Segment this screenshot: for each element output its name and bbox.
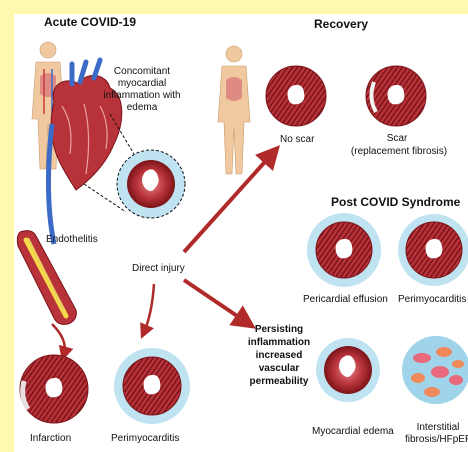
- svg-text:vascular: vascular: [259, 363, 300, 374]
- heart-pericardial-effusion: [307, 213, 381, 287]
- heart-no-scar: [266, 66, 326, 126]
- label-pericardial-effusion: Pericardial effusion: [303, 294, 388, 305]
- label-perimyocarditis-bottom: Perimyocarditis: [111, 433, 179, 444]
- heading-post-covid: Post COVID Syndrome: [331, 195, 461, 209]
- figure-panel: Acute COVID-19 Recovery Post COVID Syndr…: [14, 14, 468, 452]
- heart-scar: [366, 66, 426, 126]
- label-fibrosis-hfpef: fibrosis/HFpEF: [405, 434, 468, 445]
- heart-infarction: [20, 355, 88, 423]
- heart-perimyocarditis-right: [398, 214, 468, 286]
- covid-heart-diagram: Acute COVID-19 Recovery Post COVID Syndr…: [14, 14, 468, 452]
- arrow-to-infarction: [52, 324, 65, 354]
- persisting-inflammation-label: Persisting inflammation increased vascul…: [248, 324, 310, 387]
- svg-text:increased: increased: [256, 350, 303, 361]
- label-perimyocarditis-right: Perimyocarditis: [398, 294, 466, 305]
- interstitial-fibrosis-tissue: [402, 336, 468, 404]
- label-scar: Scar: [387, 133, 408, 144]
- label-no-scar: No scar: [280, 134, 315, 145]
- heading-recovery: Recovery: [314, 17, 368, 31]
- label-direct-injury: Direct injury: [132, 263, 185, 274]
- svg-text:inflammation: inflammation: [248, 337, 310, 348]
- human-figure-right: [218, 46, 250, 174]
- label-infarction: Infarction: [30, 433, 71, 444]
- heart-myocardial-edema: [316, 338, 380, 402]
- svg-text:edema: edema: [127, 102, 158, 113]
- svg-text:myocardial: myocardial: [118, 78, 166, 89]
- svg-text:inflammation with: inflammation with: [103, 90, 180, 101]
- anatomical-heart: [48, 60, 121, 244]
- arrow-to-persisting: [184, 280, 246, 322]
- arrow-to-perimyocarditis: [144, 284, 154, 332]
- heart-perimyocarditis-bottom: [114, 348, 190, 424]
- label-endothelitis: Endothelitis: [46, 234, 98, 245]
- cross-section-edema: [117, 150, 185, 218]
- label-interstitial: Interstitial: [417, 422, 460, 433]
- svg-text:Persisting: Persisting: [255, 324, 303, 335]
- label-replacement-fibrosis: (replacement fibrosis): [351, 146, 447, 157]
- svg-text:permeability: permeability: [250, 376, 309, 387]
- svg-text:Concomitant: Concomitant: [114, 66, 170, 77]
- heading-acute-covid: Acute COVID-19: [44, 15, 136, 29]
- label-myocardial-edema: Myocardial edema: [312, 426, 394, 437]
